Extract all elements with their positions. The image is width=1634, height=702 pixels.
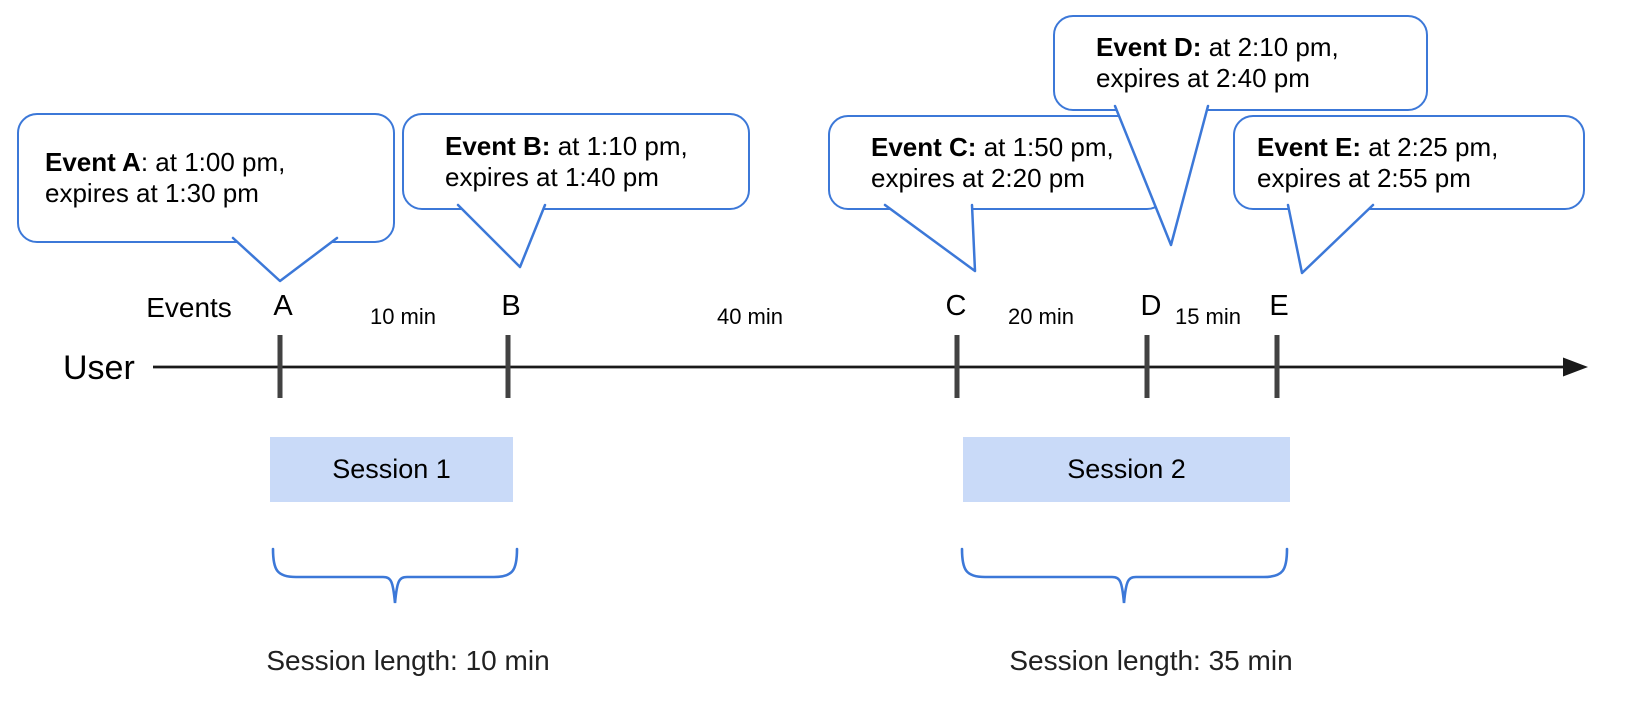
events-row-label: Events <box>146 292 232 323</box>
session-1-length-caption: Session length: 10 min <box>266 645 550 676</box>
user-axis-label: User <box>63 349 135 387</box>
session-2-box: Session 2 <box>963 437 1290 502</box>
event-d-line1: Event D: at 2:10 pm, <box>1096 32 1426 63</box>
event-c-time: at 1:50 pm, <box>976 131 1114 162</box>
gap-b-c-duration: 40 min <box>716 304 784 329</box>
event-b-callout: Event B: at 1:10 pm, expires at 1:40 pm <box>402 113 750 210</box>
session-1-box: Session 1 <box>270 437 513 502</box>
session-2-brace <box>960 547 1289 604</box>
event-a-expiry: expires at 1:30 pm <box>45 178 259 208</box>
gap-a-b-duration: 10 min <box>369 304 437 329</box>
tick-event-d <box>1144 335 1150 398</box>
event-b-callout-tail <box>456 203 547 269</box>
tick-event-c <box>954 335 960 398</box>
event-b-time: at 1:10 pm, <box>550 130 688 161</box>
event-a-title: Event A <box>45 147 141 177</box>
mark-label-c: C <box>945 290 967 322</box>
session-2-length-caption: Session length: 35 min <box>1009 645 1293 676</box>
tick-event-e <box>1274 335 1280 398</box>
mark-label-e: E <box>1269 290 1289 322</box>
event-b-title: Event B: <box>445 130 551 161</box>
mark-label-a: A <box>273 290 293 322</box>
mark-label-b: B <box>501 290 521 322</box>
session-1-label: Session 1 <box>332 454 451 484</box>
event-e-time: at 2:25 pm, <box>1361 131 1499 162</box>
tick-event-a <box>277 335 283 398</box>
event-b-line1: Event B: at 1:10 pm, <box>445 131 748 162</box>
event-a-time: : at 1:00 pm, <box>140 147 286 177</box>
event-d-callout: Event D: at 2:10 pm, expires at 2:40 pm <box>1053 15 1428 111</box>
gap-c-d-duration: 20 min <box>1007 304 1075 329</box>
event-c-callout-tail <box>883 203 977 273</box>
event-e-title: Event E: <box>1257 131 1362 162</box>
mark-label-d: D <box>1140 290 1162 322</box>
session-1-brace <box>271 547 519 604</box>
event-d-expiry: expires at 2:40 pm <box>1096 63 1310 93</box>
event-e-callout: Event E: at 2:25 pm, expires at 2:55 pm <box>1233 115 1585 210</box>
event-e-expiry: expires at 2:55 pm <box>1257 162 1471 193</box>
tick-event-b <box>505 335 511 398</box>
session-2-label: Session 2 <box>1067 454 1186 484</box>
event-e-line1: Event E: at 2:25 pm, <box>1257 132 1583 163</box>
event-c-title: Event C: <box>871 131 977 162</box>
event-a-callout-tail <box>231 236 339 283</box>
timeline-arrowhead-icon <box>1563 357 1588 377</box>
event-a-line1: Event A: at 1:00 pm, <box>45 147 393 178</box>
event-a-callout: Event A: at 1:00 pm, expires at 1:30 pm <box>17 113 395 243</box>
gap-d-e-duration: 15 min <box>1174 304 1242 329</box>
event-c-expiry: expires at 2:20 pm <box>871 162 1085 193</box>
event-b-expiry: expires at 1:40 pm <box>445 161 659 192</box>
event-c-line1: Event C: at 1:50 pm, <box>871 132 1165 163</box>
event-d-title: Event D: <box>1096 32 1202 62</box>
event-d-time: at 2:10 pm, <box>1201 32 1339 62</box>
event-e-callout-tail <box>1286 203 1375 275</box>
event-c-callout: Event C: at 1:50 pm, expires at 2:20 pm <box>828 115 1167 210</box>
